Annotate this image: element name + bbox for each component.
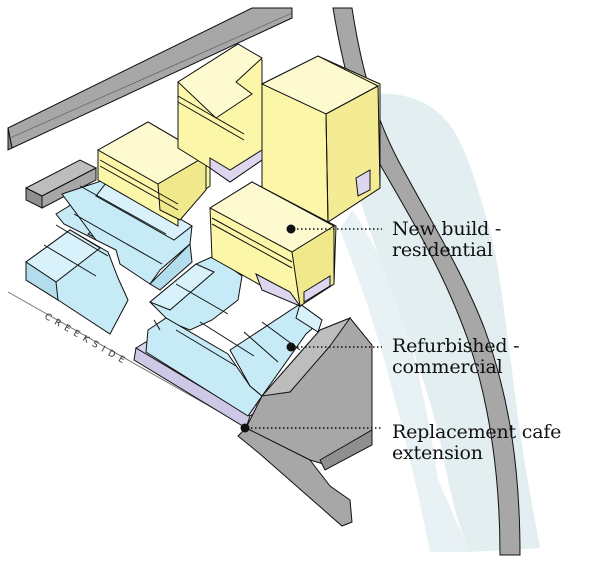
leader-residential <box>286 224 382 234</box>
legend-cafe: Replacement cafe extension <box>392 422 561 464</box>
legend-commercial: Refurbished - commercial <box>392 335 520 378</box>
legend-cafe-line2: extension <box>392 442 483 464</box>
railway-viaduct <box>7 7 293 151</box>
legend-cafe-line1: Replacement cafe <box>392 421 562 443</box>
leader-commercial <box>286 342 382 352</box>
commercial-left-group <box>25 177 193 335</box>
legend-commercial-line1: Refurbished - <box>392 335 520 357</box>
commercial-right-group <box>145 255 323 417</box>
legend-residential-line1: New build - <box>392 218 502 240</box>
residential-tower <box>260 55 381 223</box>
outbuilding <box>24 159 98 209</box>
legend-residential-line2: residential <box>392 239 493 261</box>
leader-cafe <box>240 423 382 433</box>
residential-block-c <box>209 181 337 308</box>
residential-block-b <box>177 43 263 183</box>
existing-building <box>237 316 373 527</box>
legend-commercial-line2: commercial <box>392 356 503 378</box>
legend-residential: New build - residential <box>392 219 501 261</box>
